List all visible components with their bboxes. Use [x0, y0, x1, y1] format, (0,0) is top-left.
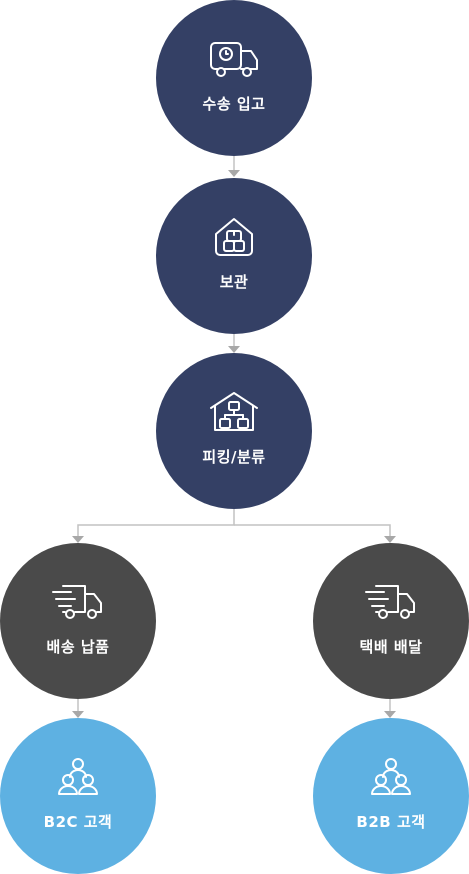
node-storage-label: 보관 [219, 272, 249, 291]
arrow-to-picking [228, 346, 240, 353]
warehouse-sorting-icon [210, 391, 258, 431]
customers-icon [371, 757, 411, 795]
node-receiving-label: 수송 입고 [202, 94, 266, 113]
node-storage: 보관 [156, 178, 312, 334]
fast-truck-icon [365, 584, 415, 619]
warehouse-boxes-icon [215, 217, 253, 256]
node-b2b: B2B 고객 [313, 718, 469, 874]
arrow-to-storage [228, 170, 240, 177]
node-b2c-label: B2C 고객 [43, 812, 113, 831]
node-picking: 피킹/분류 [156, 353, 312, 509]
node-receiving: 수송 입고 [156, 0, 312, 156]
fast-truck-icon [52, 584, 102, 619]
arrow-to-b2c [72, 711, 84, 718]
connector-picking-courier [234, 524, 391, 536]
arrow-to-b2b [384, 711, 396, 718]
arrow-to-delivery [72, 536, 84, 543]
node-courier-label: 택배 배달 [359, 637, 423, 656]
node-delivery: 배송 납품 [0, 543, 156, 699]
connector-picking-delivery [77, 508, 235, 536]
node-courier: 택배 배달 [313, 543, 469, 699]
node-delivery-label: 배송 납품 [46, 637, 110, 656]
customers-icon [58, 757, 98, 795]
arrow-to-courier [384, 536, 396, 543]
node-b2c: B2C 고객 [0, 718, 156, 874]
delivery-truck-clock-icon [210, 41, 258, 77]
node-picking-label: 피킹/분류 [202, 447, 266, 466]
node-b2b-label: B2B 고객 [356, 812, 426, 831]
